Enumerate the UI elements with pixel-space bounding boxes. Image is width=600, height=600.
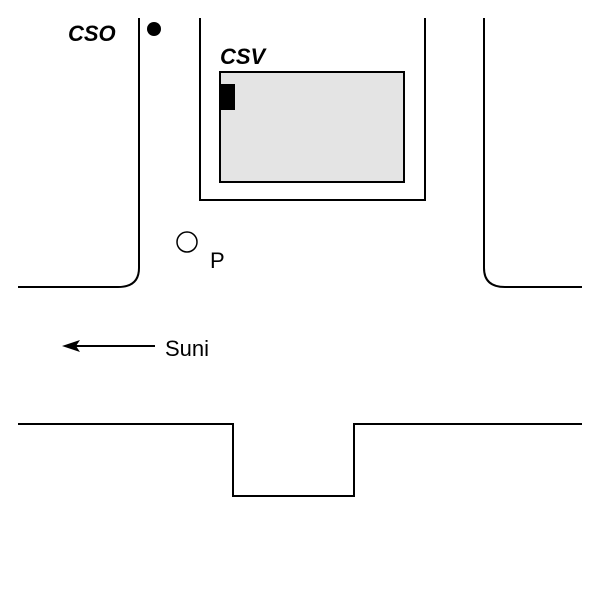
outer-bay	[199, 18, 426, 201]
arrow-head-icon	[62, 340, 80, 352]
bottom-road-edge	[18, 423, 582, 497]
suni-label: Suni	[165, 336, 209, 361]
p-label: P	[210, 248, 225, 273]
p-circle	[176, 231, 198, 253]
cso-label: CSO	[68, 21, 116, 46]
cso-dot	[147, 22, 161, 36]
left-road-edge	[18, 18, 140, 288]
csv-marker	[220, 84, 235, 110]
right-road-edge	[483, 18, 582, 288]
csv-label: CSV	[220, 44, 268, 69]
csv-vehicle	[219, 71, 405, 183]
